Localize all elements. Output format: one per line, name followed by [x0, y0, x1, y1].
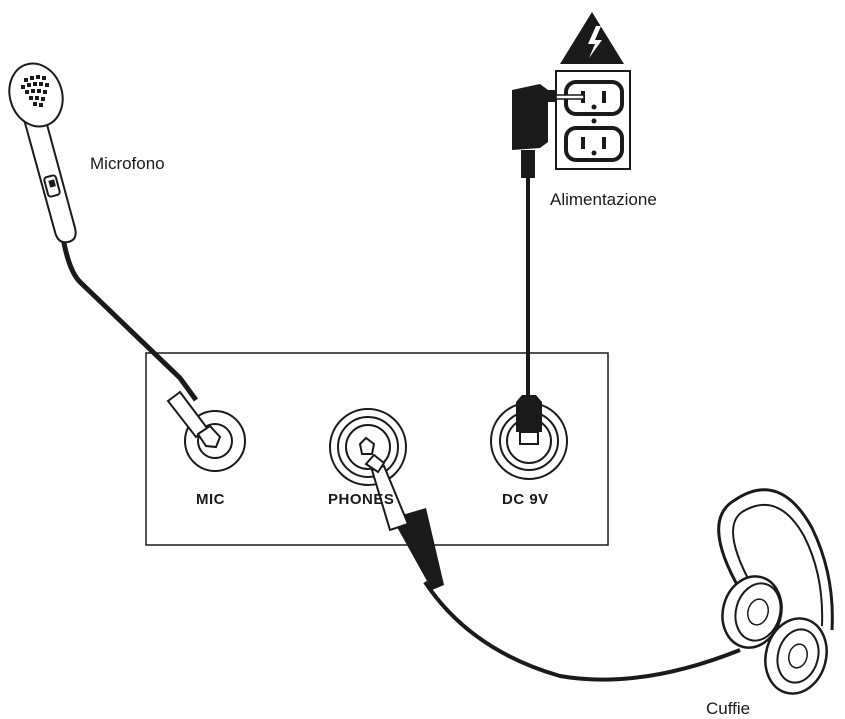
microphone-label: Microfono — [90, 154, 165, 173]
phones-jack — [329, 408, 407, 486]
headphone-plug — [364, 453, 741, 682]
dc-port-label: DC 9V — [502, 491, 549, 508]
power-adapter-icon — [512, 84, 585, 178]
mic-cable — [59, 231, 199, 402]
warning-lightning-icon — [560, 12, 624, 64]
headphones-label: Cuffie — [706, 699, 751, 718]
power-label: Alimentazione — [550, 190, 657, 209]
headphone-cable — [423, 580, 741, 682]
mic-plug — [166, 390, 222, 449]
power-outlet-icon — [555, 70, 631, 170]
headphones-icon — [717, 488, 834, 695]
phones-port-label: PHONES — [328, 491, 395, 508]
mic-port-label: MIC — [196, 491, 225, 508]
microphone-icon — [8, 62, 199, 402]
dc-plug — [516, 175, 542, 445]
